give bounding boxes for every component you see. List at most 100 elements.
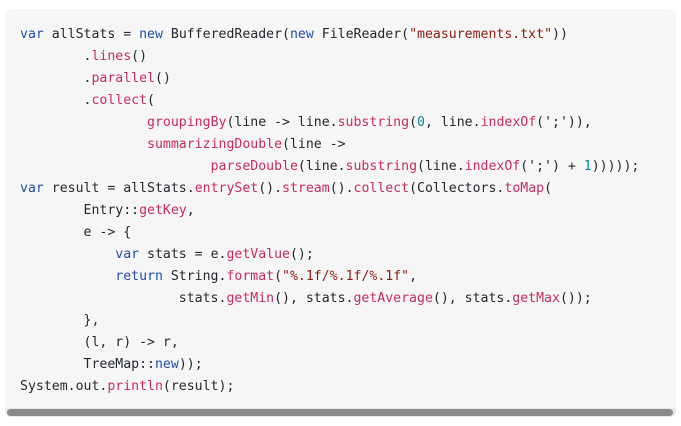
code-token: (l, r) -> r, xyxy=(20,335,179,350)
code-token: (result); xyxy=(162,379,235,394)
code-token: allStats = xyxy=(43,27,140,42)
code-line: var stats = e.getValue(); xyxy=(20,244,639,266)
code-token: getMin xyxy=(226,291,275,306)
code-token: format xyxy=(226,269,275,284)
code-line: stats.getMin(), stats.getAverage(), stat… xyxy=(20,288,639,310)
code-token: TreeMap:: xyxy=(20,357,155,372)
code-token: () xyxy=(155,71,171,86)
code-token xyxy=(20,247,115,262)
code-token xyxy=(20,269,115,284)
code-token: (), stats. xyxy=(432,291,513,306)
code-line: var allStats = new BufferedReader(new Fi… xyxy=(20,24,639,46)
code-token: e -> { xyxy=(20,225,132,240)
code-token: . xyxy=(20,71,92,86)
code-token: . xyxy=(20,93,92,108)
code-token: lines xyxy=(91,49,132,64)
code-token: collect xyxy=(353,181,410,196)
code-token: () xyxy=(131,49,148,64)
code-token: (line -> line. xyxy=(226,115,338,130)
code-token: , line. xyxy=(424,115,481,130)
code-line: TreeMap::new)); xyxy=(20,354,639,376)
code-token xyxy=(20,137,147,152)
code-token: (line. xyxy=(417,159,465,174)
code-token: var xyxy=(20,181,44,196)
code-token: 1 xyxy=(583,159,592,174)
code-token: println xyxy=(107,379,163,394)
code-token: 0 xyxy=(417,115,425,130)
code-token: toMap xyxy=(504,181,545,196)
code-token: new xyxy=(154,357,179,372)
code-line: .parallel() xyxy=(20,68,639,90)
code-line: (l, r) -> r, xyxy=(20,332,639,354)
code-token: , xyxy=(186,203,195,218)
code-token: var xyxy=(20,27,44,42)
code-token: substring xyxy=(337,115,410,130)
code-token: (';')), xyxy=(536,115,592,130)
code-token: getKey xyxy=(139,203,187,218)
code-line: System.out.println(result); xyxy=(20,376,639,398)
code-token: ))))); xyxy=(591,159,640,174)
code-line: parseDouble(line.substring(line.indexOf(… xyxy=(20,156,640,178)
code-token: (';') + xyxy=(520,159,584,174)
code-token: )); xyxy=(178,357,203,372)
code-line: }, xyxy=(20,310,639,332)
code-token: (Collectors. xyxy=(409,181,505,196)
code-token xyxy=(20,159,211,174)
code-token: "%.1f/%.1f/%.1f" xyxy=(282,269,410,284)
code-token: (), stats. xyxy=(274,291,354,306)
code-token: BufferedReader( xyxy=(162,27,290,42)
code-token: String. xyxy=(162,269,227,284)
code-token: stream xyxy=(282,181,330,196)
code-token: getValue xyxy=(226,247,290,262)
horizontal-scrollbar[interactable] xyxy=(5,408,676,417)
code-token: groupingBy xyxy=(147,115,227,130)
code-content: var allStats = new BufferedReader(new Fi… xyxy=(20,24,639,398)
code-token: ()); xyxy=(559,291,592,306)
scrollbar-thumb[interactable] xyxy=(7,409,673,416)
code-line: var result = allStats.entrySet().stream(… xyxy=(20,178,639,200)
code-token: . xyxy=(20,49,92,64)
code-line: summarizingDouble(line -> xyxy=(20,134,639,156)
code-token: System.out. xyxy=(20,379,108,394)
code-token: (); xyxy=(289,247,314,262)
code-token: (). xyxy=(329,181,354,196)
code-line: Entry::getKey, xyxy=(20,200,639,222)
code-token: ( xyxy=(147,93,155,108)
code-token: indexOf xyxy=(480,115,537,130)
code-token: ( xyxy=(544,181,553,196)
code-token: substring xyxy=(345,159,418,174)
code-token: return xyxy=(115,269,163,284)
code-line: .collect( xyxy=(20,90,639,112)
code-token: parseDouble xyxy=(210,159,298,174)
code-token: )) xyxy=(552,27,568,42)
code-token: result = allStats. xyxy=(43,181,195,196)
code-token: ( xyxy=(274,269,283,284)
code-token: entrySet xyxy=(194,181,259,196)
code-token: parallel xyxy=(91,71,155,86)
code-token: FileReader( xyxy=(313,27,410,42)
code-line: .lines() xyxy=(20,46,639,68)
code-line: groupingBy(line -> line.substring(0, lin… xyxy=(20,112,639,134)
code-token: }, xyxy=(20,313,100,328)
code-token: (line -> xyxy=(282,137,346,152)
code-token: summarizingDouble xyxy=(147,137,283,152)
code-token: stats. xyxy=(20,291,227,306)
code-token: , xyxy=(409,269,418,284)
code-token: Entry:: xyxy=(20,203,140,218)
code-block: var allStats = new BufferedReader(new Fi… xyxy=(5,9,676,417)
code-token: stats = e. xyxy=(139,247,227,262)
code-token: indexOf xyxy=(464,159,521,174)
code-token: getAverage xyxy=(353,291,433,306)
code-token: var xyxy=(115,247,140,262)
code-token: ( xyxy=(409,115,418,130)
code-token: new xyxy=(139,27,163,42)
code-token: collect xyxy=(91,93,148,108)
code-token: new xyxy=(289,27,314,42)
code-line: return String.format("%.1f/%.1f/%.1f", xyxy=(20,266,639,288)
code-token: (). xyxy=(258,181,283,196)
code-token: (line. xyxy=(297,159,346,174)
code-line: e -> { xyxy=(20,222,639,244)
code-token: getMax xyxy=(512,291,560,306)
code-token xyxy=(20,115,147,130)
code-token: "measurements.txt" xyxy=(409,27,553,42)
